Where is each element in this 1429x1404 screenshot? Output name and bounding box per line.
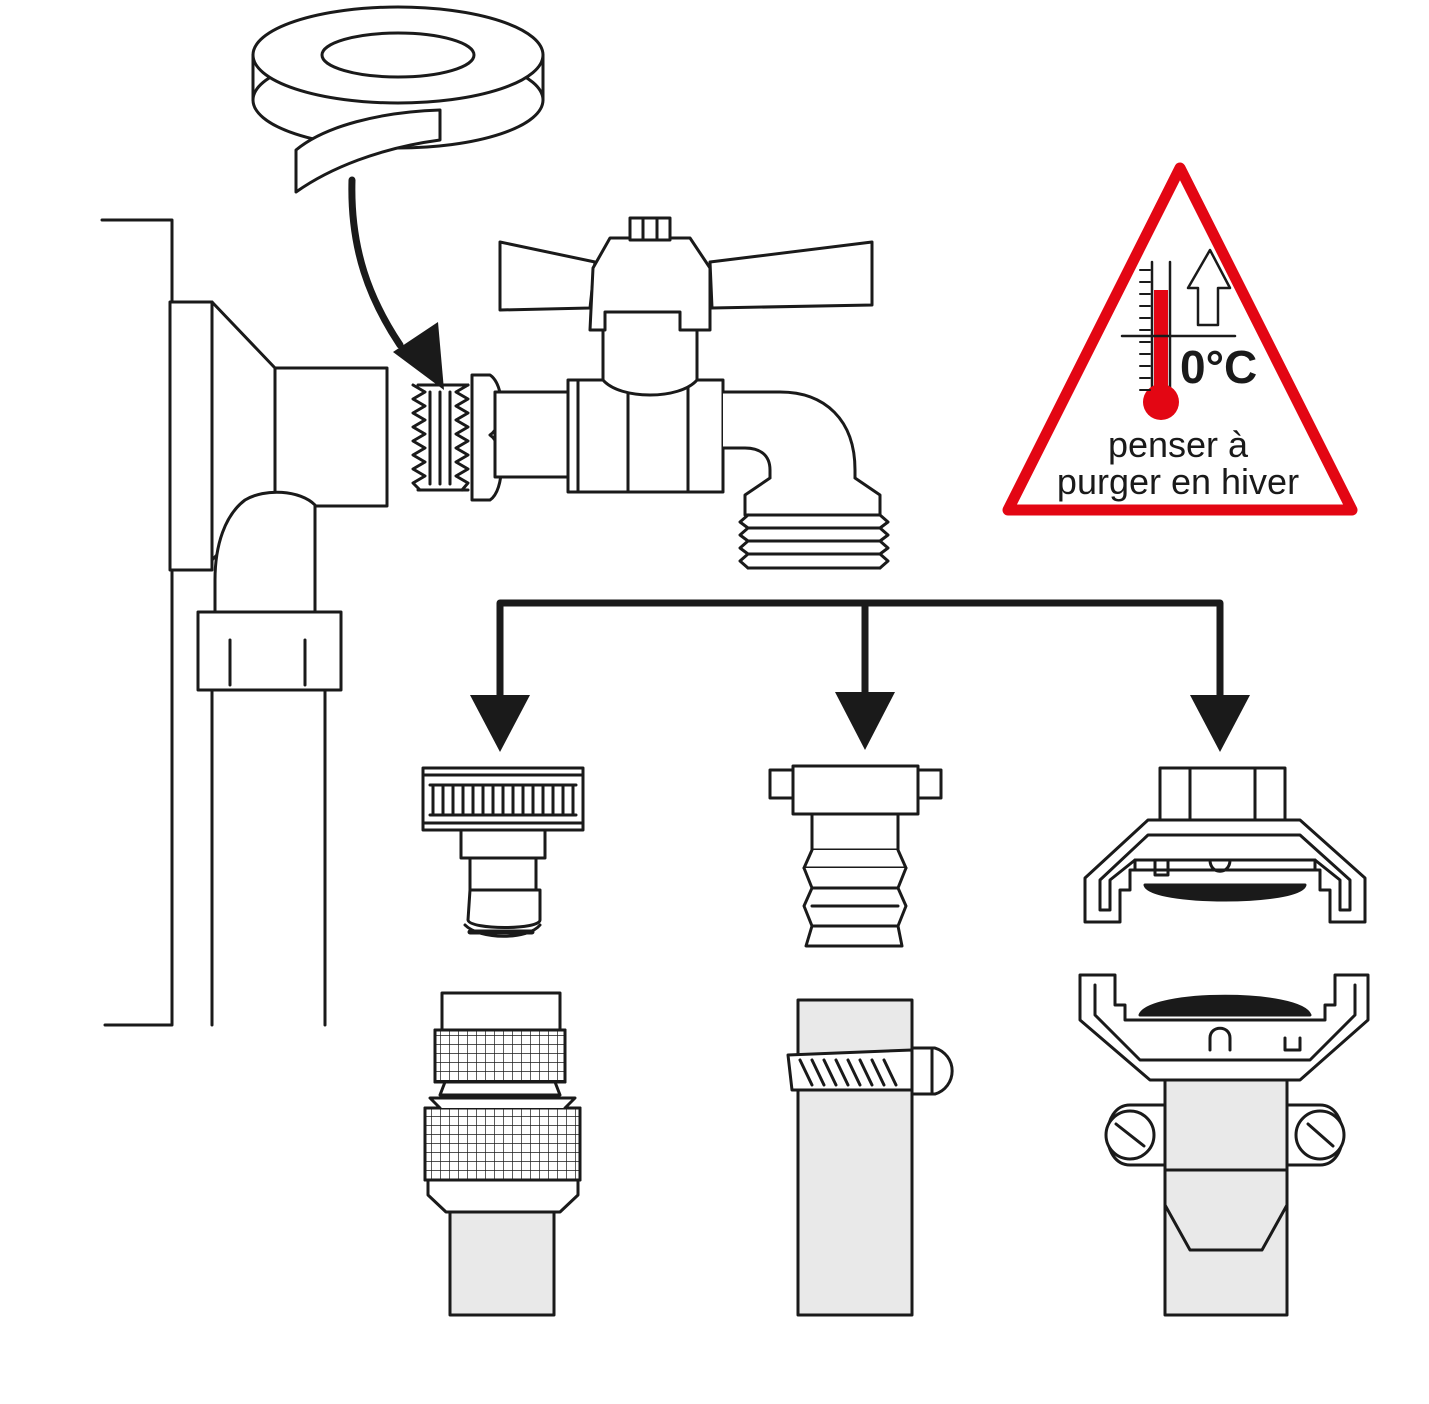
apply-tape-arrow bbox=[348, 176, 444, 390]
quick-connector-hose-end-icon bbox=[423, 991, 582, 1317]
hose-tail-icon bbox=[768, 764, 943, 948]
claw-coupling-icon bbox=[1083, 766, 1367, 924]
wall-elbow-fitting-icon bbox=[100, 218, 389, 1027]
warning-line-2: purger en hiver bbox=[1057, 461, 1299, 502]
warning-temperature: 0°C bbox=[1180, 341, 1257, 393]
frost-warning-icon bbox=[1002, 162, 1358, 516]
up-arrow-icon bbox=[1186, 248, 1232, 327]
ptfe-tape-roll-icon bbox=[251, 5, 545, 194]
warning-line-1: penser à bbox=[1108, 424, 1249, 465]
claw-coupling-hose-end-icon bbox=[1078, 973, 1370, 1317]
hose-clamp-icon bbox=[786, 998, 954, 1317]
branch-arrows bbox=[470, 599, 1250, 752]
quick-connector-icon bbox=[421, 766, 585, 938]
thermometer-icon bbox=[1120, 260, 1237, 420]
butterfly-tap-icon bbox=[493, 216, 890, 570]
threaded-nipple-icon bbox=[411, 373, 503, 502]
